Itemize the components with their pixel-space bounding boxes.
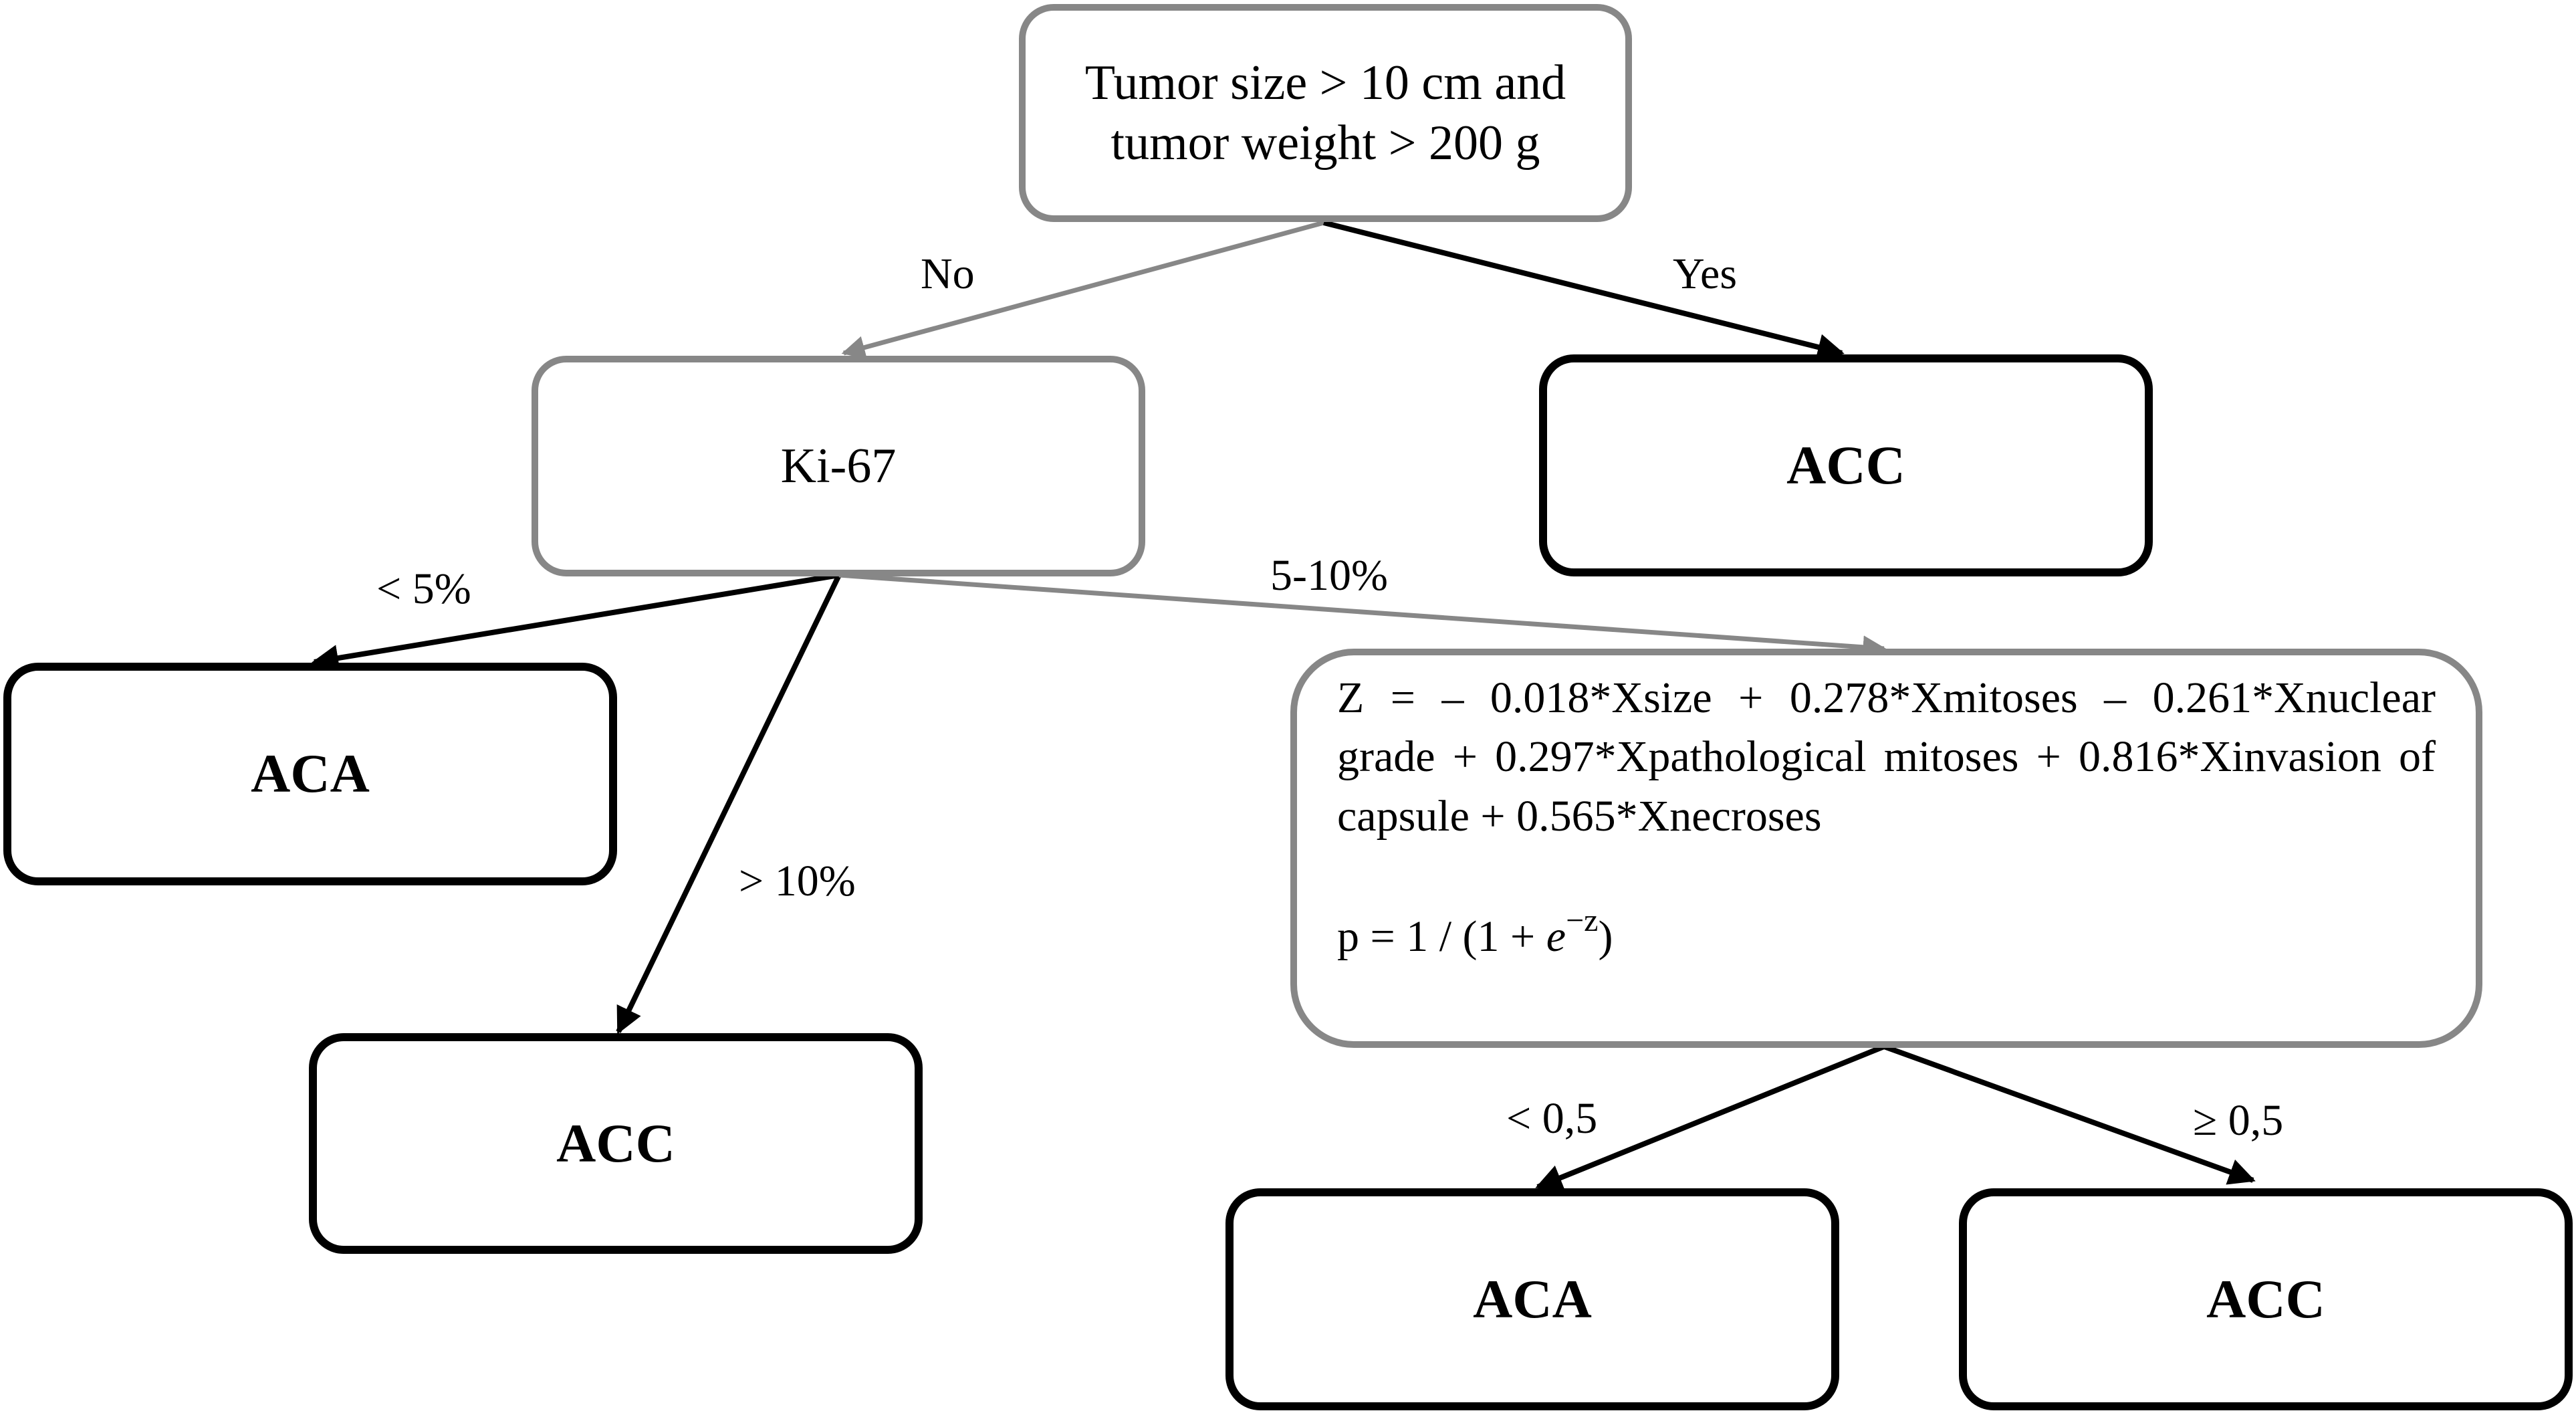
- edge-label-gt10: > 10%: [739, 857, 856, 905]
- edge-ki67-to-aca: [312, 572, 840, 671]
- acc-outcome-label-mid: ACC: [556, 1112, 675, 1174]
- root-line-2: tumor weight > 200 g: [1110, 116, 1540, 171]
- edge-label-no: No: [921, 249, 975, 298]
- root-node-text: Tumor size > 10 cm and tumor weight > 20…: [1085, 53, 1566, 174]
- edge-root-to-ki67: [841, 220, 1324, 359]
- p-exponent: −z: [1566, 903, 1599, 939]
- z-equation: Z = – 0.018*Xsize + 0.278*Xmitoses – 0.2…: [1337, 673, 2436, 841]
- aca-outcome-node-left: ACA: [3, 663, 617, 885]
- aca-outcome-label-bottom: ACA: [1473, 1268, 1592, 1329]
- edge-label-lt5: < 5%: [376, 564, 471, 613]
- edge-label-ge05: ≥ 0,5: [2193, 1096, 2284, 1145]
- edge-formula-to-acc: [1883, 1044, 2256, 1185]
- acc-outcome-node-top: ACC: [1539, 354, 2153, 576]
- root-line-1: Tumor size > 10 cm and: [1084, 55, 1566, 110]
- p-base: e: [1546, 912, 1566, 962]
- edge-label-range: 5-10%: [1270, 551, 1388, 600]
- probability-equation: p = 1 / (1 + e−z): [1337, 905, 2436, 966]
- edge-label-yes: Yes: [1673, 249, 1738, 298]
- acc-outcome-node-mid: ACC: [309, 1033, 923, 1254]
- edge-ki67-to-formula: [838, 572, 1887, 659]
- ki67-node: Ki-67: [532, 356, 1145, 576]
- acc-outcome-label-top: ACC: [1786, 434, 1905, 496]
- p-prefix: p = 1 / (1 +: [1337, 912, 1546, 962]
- aca-outcome-node-bottom: ACA: [1225, 1188, 1839, 1410]
- edge-ki67-to-acc: [616, 574, 842, 1035]
- edge-label-lt05: < 0,5: [1506, 1094, 1598, 1143]
- logistic-formula-node: Z = – 0.018*Xsize + 0.278*Xmitoses – 0.2…: [1290, 649, 2482, 1048]
- edge-formula-to-aca: [1535, 1044, 1885, 1191]
- aca-outcome-label-left: ACA: [251, 743, 370, 804]
- root-node: Tumor size > 10 cm and tumor weight > 20…: [1019, 4, 1632, 222]
- acc-outcome-node-bottom: ACC: [1959, 1188, 2573, 1410]
- acc-outcome-label-bottom: ACC: [2206, 1268, 2325, 1329]
- ki67-label: Ki-67: [780, 438, 897, 494]
- edge-root-to-acc: [1323, 220, 1845, 360]
- p-suffix: ): [1598, 912, 1613, 962]
